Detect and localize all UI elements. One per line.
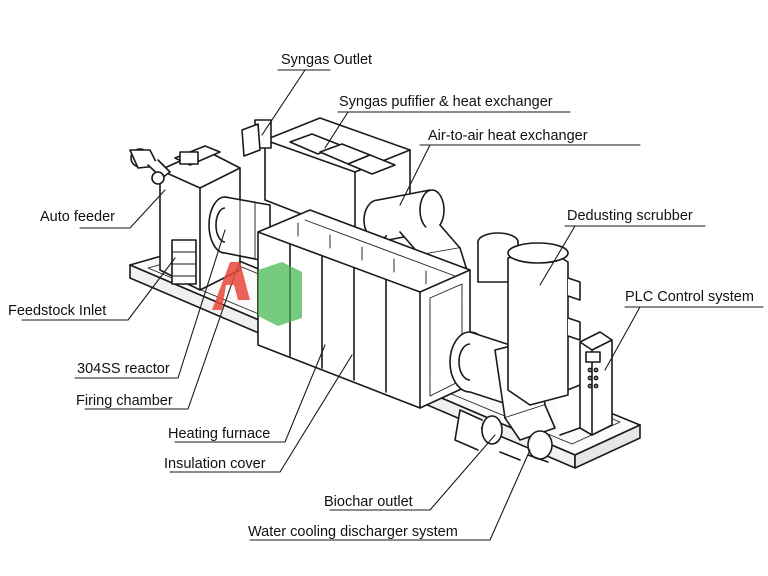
auto-feeder-unit bbox=[129, 145, 241, 291]
label-syngas-outlet: Syngas Outlet bbox=[281, 52, 373, 68]
label-air-to-air: Air-to-air heat exchanger bbox=[428, 128, 588, 144]
label-heating-furnace: Heating furnace bbox=[168, 426, 271, 442]
label-feedstock-inlet: Feedstock Inlet bbox=[8, 303, 107, 319]
leader-lines bbox=[21, 69, 764, 541]
label-auto-feeder: Auto feeder bbox=[40, 209, 115, 225]
label-insulation-cover: Insulation cover bbox=[164, 456, 266, 472]
plc-cabinet bbox=[579, 331, 613, 436]
label-water-cooling: Water cooling discharger system bbox=[248, 524, 458, 540]
dedusting-scrubber bbox=[477, 232, 581, 406]
label-dedusting-scrubber: Dedusting scrubber bbox=[567, 208, 693, 224]
label-biochar-outlet: Biochar outlet bbox=[324, 494, 413, 510]
label-firing-chamber: Firing chamber bbox=[76, 393, 173, 409]
label-syngas-purifier: Syngas pufifier & heat exchanger bbox=[339, 94, 553, 110]
watermark bbox=[317, 270, 326, 302]
brand-logo-shape bbox=[212, 262, 302, 326]
label-reactor: 304SS reactor bbox=[77, 361, 170, 377]
label-plc-control: PLC Control system bbox=[625, 289, 754, 305]
